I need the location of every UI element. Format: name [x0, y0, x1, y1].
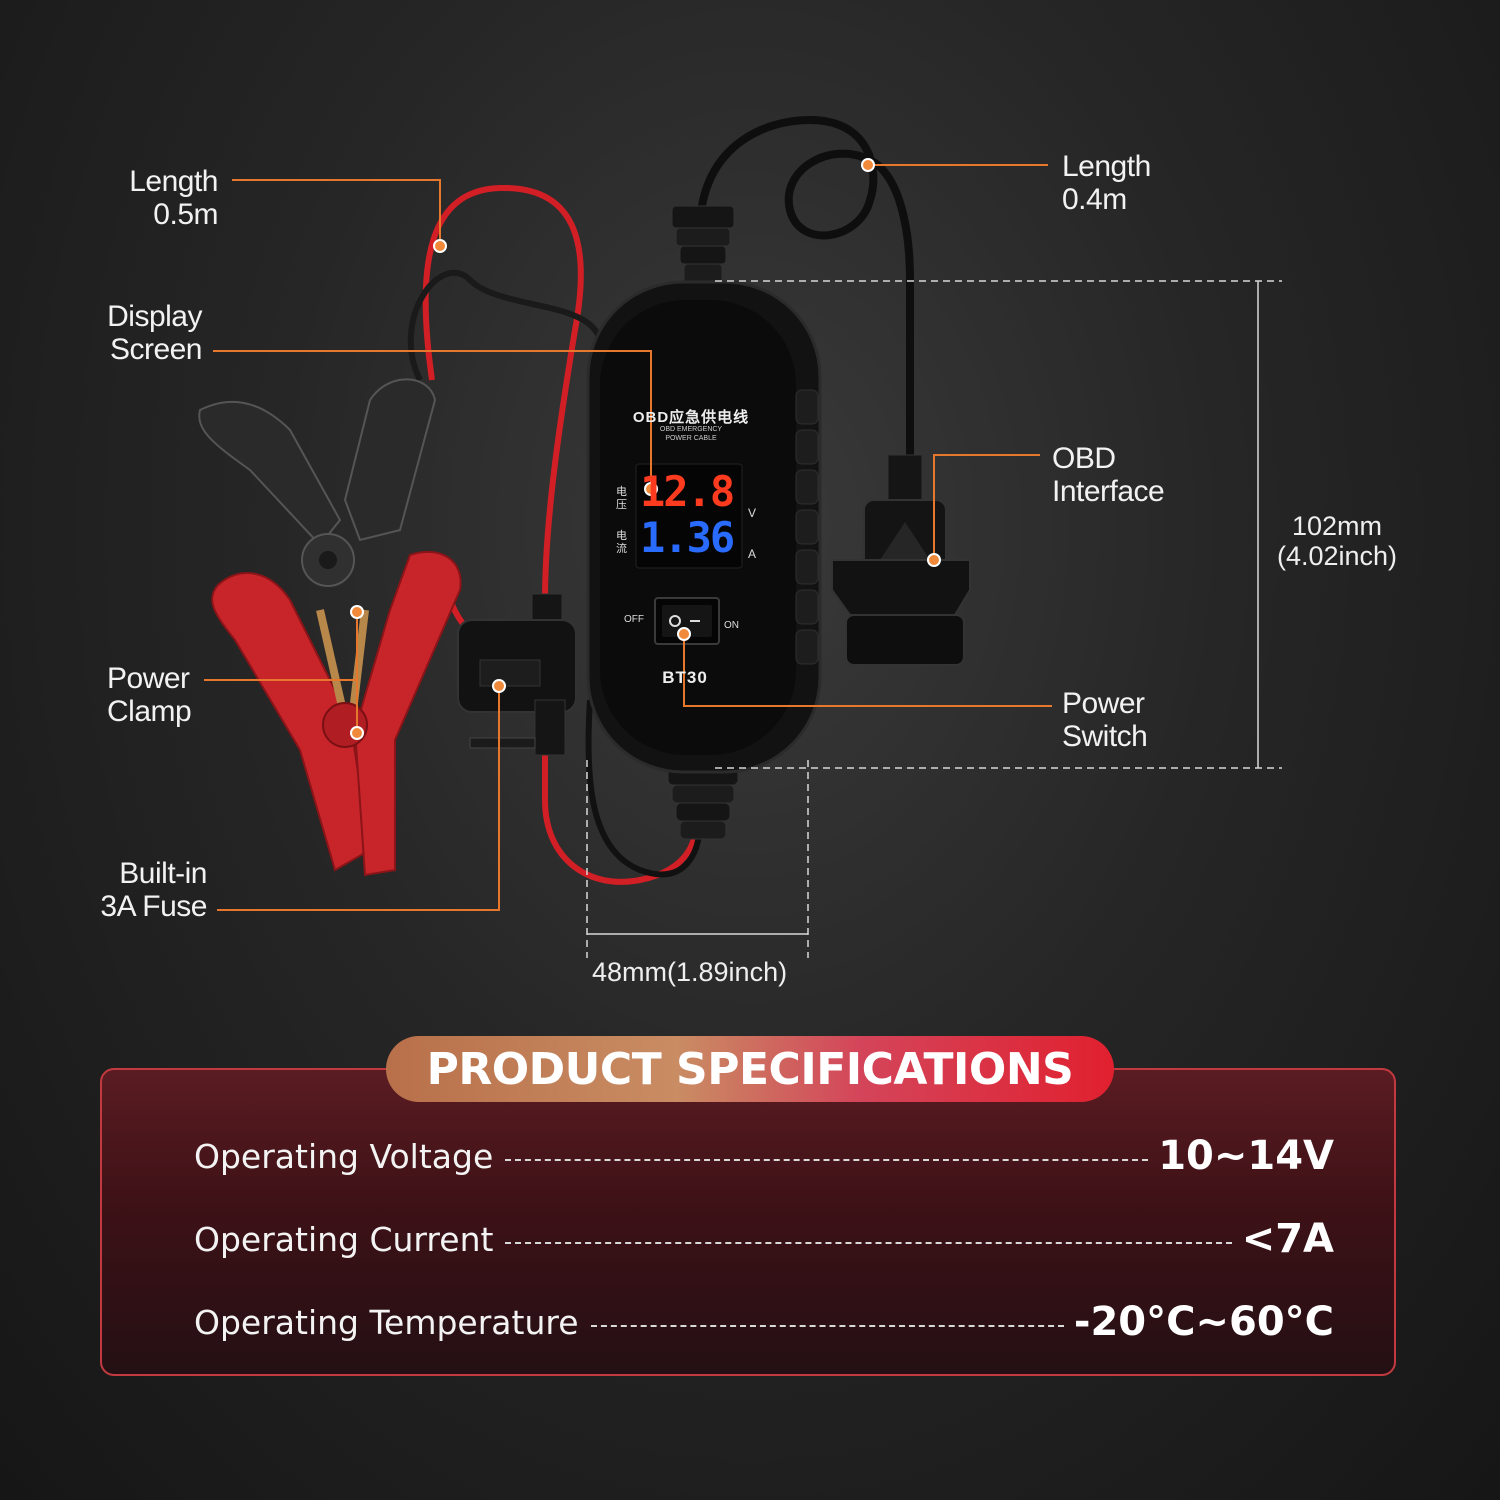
device-title-cn: OBD应急供电线 — [632, 409, 750, 426]
dimension-width: 48mm(1.89inch) — [592, 957, 788, 987]
voltage-unit: V — [748, 506, 757, 520]
current-reading: 1.36 — [640, 513, 735, 562]
fuse-holder — [457, 593, 577, 756]
spec-dots — [590, 1325, 1064, 1327]
spec-name: Operating Voltage — [194, 1136, 494, 1176]
black-clamp — [198, 378, 437, 587]
switch-on-label: ON — [724, 620, 739, 631]
callout-lines — [204, 164, 1052, 911]
spec-value: <7A — [1241, 1216, 1334, 1262]
spec-title: PRODUCT SPECIFICATIONS — [386, 1036, 1114, 1102]
strain-relief-top — [671, 205, 735, 285]
current-unit: A — [748, 547, 757, 561]
obd-connector — [831, 454, 971, 666]
red-cable — [422, 184, 584, 601]
red-clamp — [211, 550, 462, 877]
spec-row-temperature: Operating Temperature -20°C~60°C — [194, 1297, 1334, 1347]
spec-name: Operating Temperature — [194, 1302, 579, 1342]
product-illustration — [198, 115, 1282, 958]
device-subtitle-1: OBD EMERGENCY — [659, 426, 723, 433]
spec-value: 10~14V — [1158, 1133, 1334, 1179]
spec-row-current: Operating Current <7A — [194, 1214, 1334, 1264]
model-label: BT30 — [662, 668, 708, 687]
dimension-height: 102mm(4.02inch) — [1276, 511, 1398, 571]
black-cable — [407, 269, 603, 382]
voltage-reading: 12.8 — [640, 467, 735, 516]
current-cn-label: 电流 — [616, 530, 627, 555]
dimension-guides — [586, 280, 1282, 958]
spec-row-voltage: Operating Voltage 10~14V — [194, 1131, 1334, 1181]
obd-cable — [696, 115, 914, 460]
spec-name: Operating Current — [194, 1219, 494, 1259]
led-display — [635, 463, 743, 569]
switch-off-label: OFF — [624, 614, 644, 625]
spec-dots — [505, 1242, 1232, 1244]
voltage-cn-label: 电压 — [616, 486, 627, 511]
spec-dots — [505, 1159, 1149, 1161]
spec-panel — [100, 1068, 1396, 1376]
device-subtitle-2: POWER CABLE — [665, 435, 717, 442]
spec-value: -20°C~60°C — [1073, 1299, 1334, 1345]
strain-relief-bottom — [667, 764, 739, 840]
